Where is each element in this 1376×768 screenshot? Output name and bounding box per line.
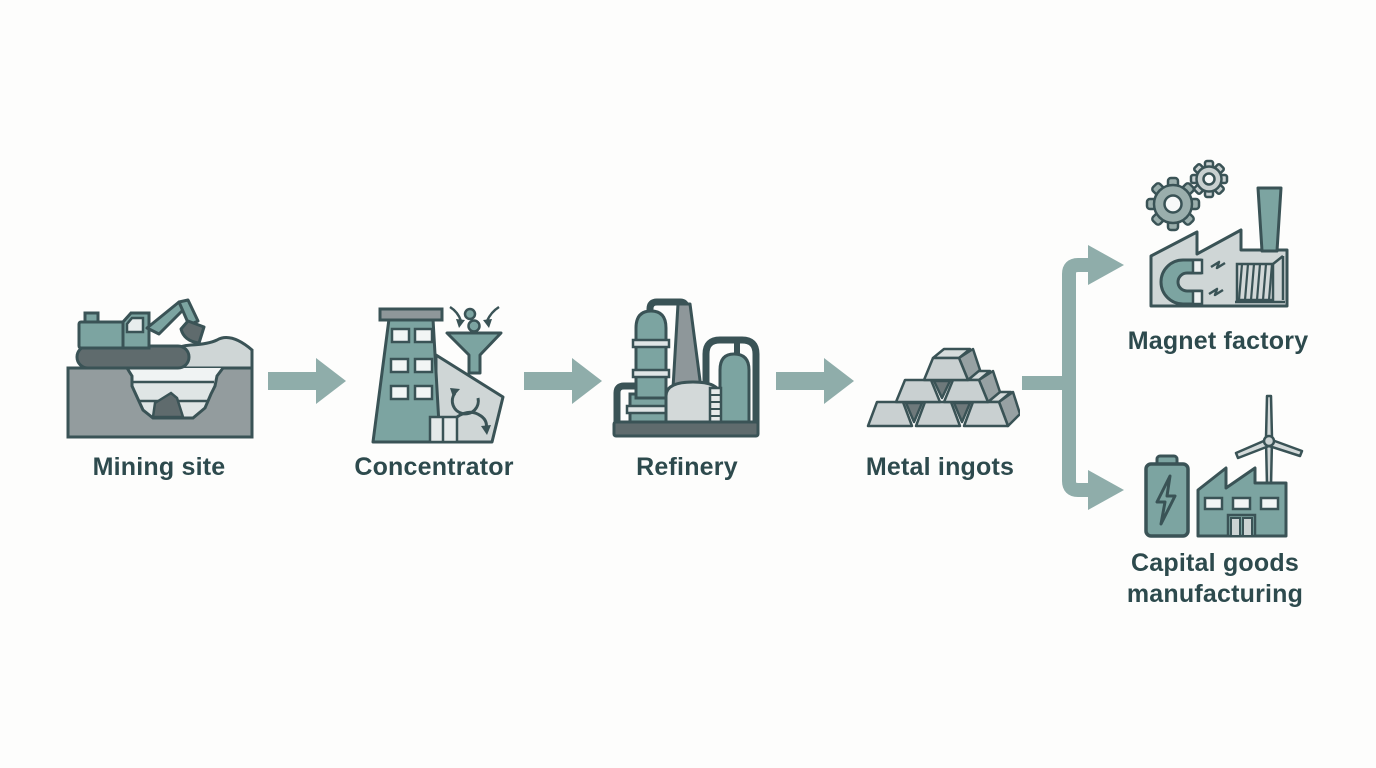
magnet-coil-factory-icon (1145, 159, 1289, 308)
magnet-factory-label: Magnet factory (1127, 327, 1309, 355)
excavator-mining-pit-icon (66, 298, 254, 439)
factory-funnel-separation-icon (371, 305, 505, 444)
capital-goods-label: Capital goods manufacturing (1095, 548, 1335, 610)
refinery-plant-icon (612, 298, 760, 438)
flow-arrow-icon (524, 358, 602, 404)
branch-connector-arrows (1022, 240, 1127, 510)
capital-goods-label-line1: Capital goods (1131, 549, 1299, 577)
metal-ingots-node (860, 336, 1020, 428)
coil-icon (1235, 255, 1285, 304)
gear-icon (1189, 159, 1229, 199)
mining-site-label: Mining site (92, 453, 226, 481)
concentrator-node (362, 305, 507, 447)
mining-site-node (65, 298, 255, 440)
magnet-factory-node (1145, 158, 1293, 310)
battery-icon (1144, 454, 1190, 538)
spark-icon (1210, 260, 1226, 270)
capital-goods-label-line2: manufacturing (1126, 580, 1304, 608)
refinery-node (610, 296, 762, 442)
capital-goods-node (1142, 388, 1304, 538)
refinery-label: Refinery (636, 453, 738, 481)
metal-ingots-label: Metal ingots (865, 453, 1015, 481)
gear-icon (1145, 176, 1201, 232)
flow-arrow-icon (268, 358, 346, 404)
lightning-bolt-icon (1155, 474, 1177, 526)
ingot-stack-icon (866, 347, 1020, 428)
concentrator-label: Concentrator (354, 453, 514, 481)
spark-icon (1208, 287, 1224, 297)
magnet-icon (1159, 258, 1203, 306)
flow-arrow-icon (776, 358, 854, 404)
battery-turbine-factory-icon (1144, 394, 1304, 538)
